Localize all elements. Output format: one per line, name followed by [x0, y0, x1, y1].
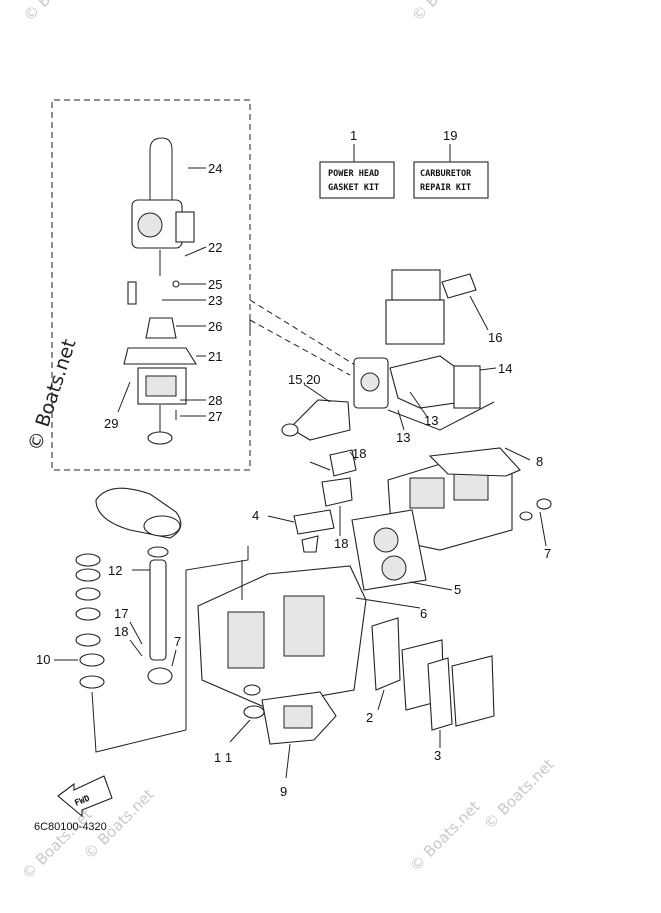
carburetor-kit-label-1: CARBURETOR [420, 169, 472, 179]
callout-21: 21 [208, 349, 222, 364]
crankcase-group: 6 [185, 546, 427, 730]
power-head-gasket-kit: 1 POWER HEAD GASKET KIT [319, 128, 395, 199]
callout-10: 10 [36, 652, 50, 667]
callout-7-b: 7 [174, 634, 181, 649]
carburetor-repair-kit: 19 CARBURETOR REPAIR KIT [413, 128, 489, 199]
callout-19: 19 [443, 128, 457, 143]
callout-16: 16 [488, 330, 502, 345]
callout-15-20: 15,20 [288, 372, 321, 387]
svg-text:© Boats.net: © Boats.net [20, 0, 98, 25]
carburetor-leader-2 [249, 319, 351, 376]
fwd-arrow: FWD [57, 775, 113, 818]
gaskets-group: 2 3 9 1 1 [214, 617, 495, 799]
carburetor-group-box [51, 99, 251, 471]
callout-13-a: 13 [396, 430, 410, 445]
callout-18-a: 18 [352, 446, 366, 461]
callout-8: 8 [536, 454, 543, 469]
callout-25: 25 [208, 277, 222, 292]
callout-23: 23 [208, 293, 222, 308]
carburetor-leader-1 [249, 299, 356, 366]
callout-12: 12 [108, 563, 122, 578]
intake-manifold-group: 16 14 15,20 13 13 [281, 269, 512, 445]
callout-18-b: 18 [334, 536, 348, 551]
callout-2: 2 [366, 710, 373, 725]
callout-22: 22 [208, 240, 222, 255]
crankshaft-group: 12 17 18 7 10 [36, 487, 187, 753]
svg-text:© Boats.net: © Boats.net [18, 805, 96, 883]
callout-24: 24 [208, 161, 222, 176]
svg-text:© Boats.net: © Boats.net [408, 0, 486, 25]
callout-18-c: 18 [114, 624, 128, 639]
power-head-label-1: POWER HEAD [328, 169, 379, 179]
carburetor-kit-label-2: REPAIR KIT [420, 183, 471, 193]
callout-6: 6 [420, 606, 427, 621]
watermark-bottom-right: © Boats.net [406, 797, 484, 875]
watermark-top-right: © Boats.net [408, 0, 486, 25]
power-head-label-2: GASKET KIT [328, 183, 379, 193]
svg-text:© Boats.net: © Boats.net [406, 797, 484, 875]
callout-27: 27 [208, 409, 222, 424]
svg-text:© Boats.net: © Boats.net [480, 755, 558, 833]
callout-9: 9 [280, 784, 287, 799]
carburetor-callouts: 24 22 25 23 26 21 28 27 29 [104, 161, 222, 431]
watermark-bottom-left: © Boats.net [18, 805, 96, 883]
callout-4: 4 [252, 508, 259, 523]
callout-3: 3 [434, 748, 441, 763]
watermark-bottom-right-2: © Boats.net [480, 755, 558, 833]
callout-13-b: 13 [424, 413, 438, 428]
diagram-code: 6C80100-4320 [34, 821, 107, 833]
callout-26: 26 [208, 319, 222, 334]
callout-11: 1 1 [214, 750, 232, 765]
watermark-top-left: © Boats.net [20, 0, 98, 25]
callout-1: 1 [350, 128, 357, 143]
callout-29: 29 [104, 416, 118, 431]
callout-7-a: 7 [544, 546, 551, 561]
cylinder-head-group: 18 18 8 5 7 4 [252, 446, 552, 597]
callout-5: 5 [454, 582, 461, 597]
carburetor-assembly [123, 137, 197, 445]
callout-17: 17 [114, 606, 128, 621]
callout-14: 14 [498, 361, 512, 376]
callout-28: 28 [208, 393, 222, 408]
